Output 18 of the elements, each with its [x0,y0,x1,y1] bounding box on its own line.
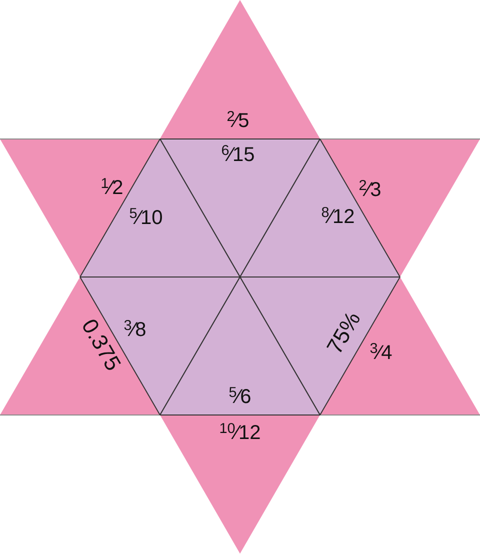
number-label: $^{6}$⁄15 [221,145,255,165]
triangle-tile [160,415,320,554]
number-label: $^{3}$⁄4 [370,343,392,363]
triangle-tile [160,0,320,139]
number-label: $^{10}$⁄12 [219,423,261,443]
triangle-tile [320,277,480,415]
number-label: $^{3}$⁄8 [124,320,146,340]
number-label: $^{1}$⁄2 [100,178,124,198]
triangle-tile [160,139,320,277]
triangle-tile [160,277,320,415]
triangle-tile [320,139,480,277]
number-label: $^{8}$⁄12 [321,207,355,227]
number-label: $^{5}$⁄6 [228,387,252,407]
number-label: $^{5}$⁄10 [129,208,163,228]
triangle-tile [0,139,160,277]
number-label: $^{2}$⁄3 [358,180,382,200]
triangle-tile [0,277,160,415]
number-label: $^{2}$⁄5 [226,110,250,131]
